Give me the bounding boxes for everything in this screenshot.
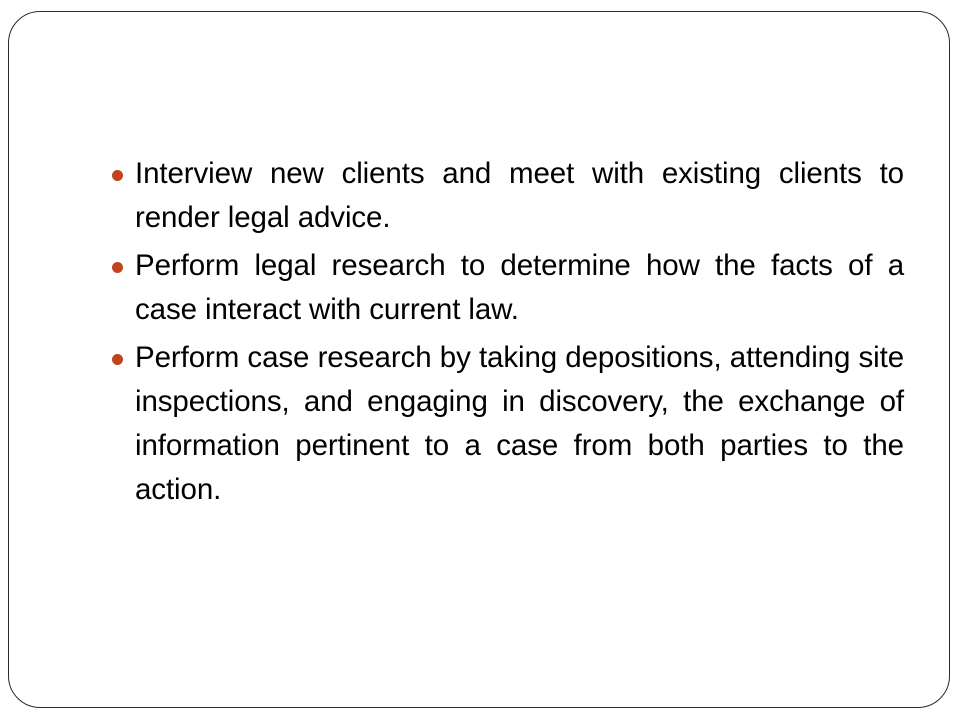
- list-item-text: Perform legal research to determine how …: [135, 249, 904, 326]
- list-item-text: Perform case research by taking depositi…: [135, 341, 904, 506]
- list-item-text: Interview new clients and meet with exis…: [135, 157, 904, 234]
- list-item: Perform legal research to determine how …: [112, 244, 904, 332]
- list-item: Interview new clients and meet with exis…: [112, 152, 904, 240]
- round-bullet-icon: [112, 262, 123, 273]
- list-item: Perform case research by taking depositi…: [112, 336, 904, 512]
- bullet-list: Interview new clients and meet with exis…: [112, 152, 904, 512]
- round-bullet-icon: [112, 354, 123, 365]
- round-bullet-icon: [112, 170, 123, 181]
